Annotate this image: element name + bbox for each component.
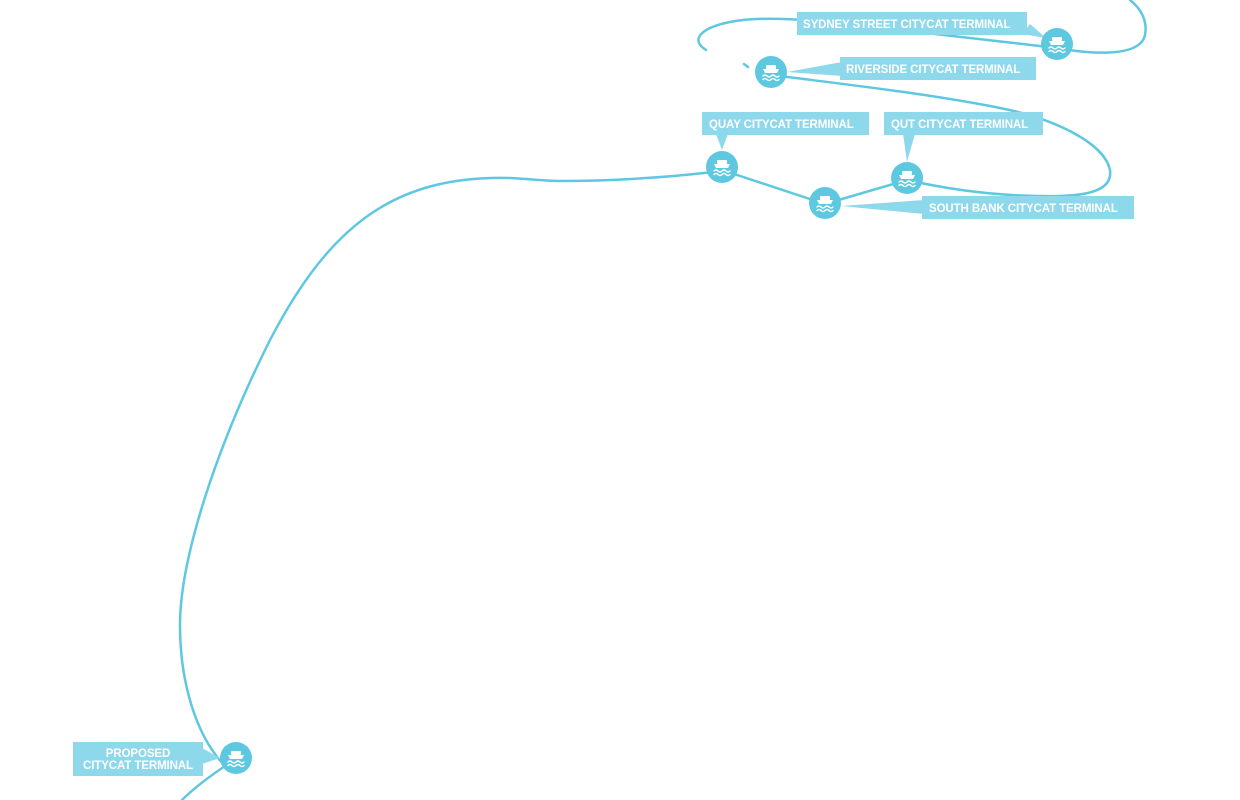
callout-box: [702, 112, 869, 135]
river-route: [178, 0, 1147, 800]
terminal-label: SYDNEY STREET CITYCAT TERMINAL: [803, 19, 1010, 31]
terminal-riverside[interactable]: RIVERSIDE CITYCAT TERMINAL: [755, 56, 1036, 88]
terminal-label: QUAY CITYCAT TERMINAL: [709, 119, 854, 131]
callout-pointer: [202, 748, 220, 764]
terminal-label: SOUTH BANK CITYCAT TERMINAL: [929, 203, 1118, 215]
callout-box: [884, 112, 1043, 135]
callout-box: [922, 196, 1134, 219]
terminal-quay[interactable]: QUAY CITYCAT TERMINAL: [702, 112, 869, 183]
callout-pointer: [903, 134, 915, 162]
callout-pointer: [716, 134, 728, 150]
terminal-qut[interactable]: QUT CITYCAT TERMINAL: [884, 112, 1043, 194]
terminal-label: RIVERSIDE CITYCAT TERMINAL: [846, 64, 1020, 76]
terminal-label-line1: PROPOSED: [106, 748, 170, 760]
callout-pointer: [787, 62, 842, 76]
terminal-label-line2: CITYCAT TERMINAL: [83, 760, 193, 772]
route-segment-upper-loop: [697, 0, 1147, 54]
terminal-proposed[interactable]: PROPOSED CITYCAT TERMINAL: [73, 742, 252, 776]
terminal-south-bank[interactable]: SOUTH BANK CITYCAT TERMINAL: [809, 187, 1134, 219]
callout-box: [797, 12, 1027, 35]
route-segment-qut-loop: [770, 73, 1112, 198]
callout-pointer: [841, 200, 924, 214]
route-segment-riverside-stub: [742, 62, 750, 69]
terminal-sydney-street[interactable]: SYDNEY STREET CITYCAT TERMINAL: [797, 12, 1073, 60]
route-segment-west: [178, 169, 724, 768]
callout-box: [73, 742, 203, 776]
callout-pointer: [1022, 24, 1046, 38]
route-segment-quay-southbank: [720, 168, 827, 206]
callout-box: [840, 57, 1036, 80]
terminal-label: QUT CITYCAT TERMINAL: [891, 119, 1028, 131]
